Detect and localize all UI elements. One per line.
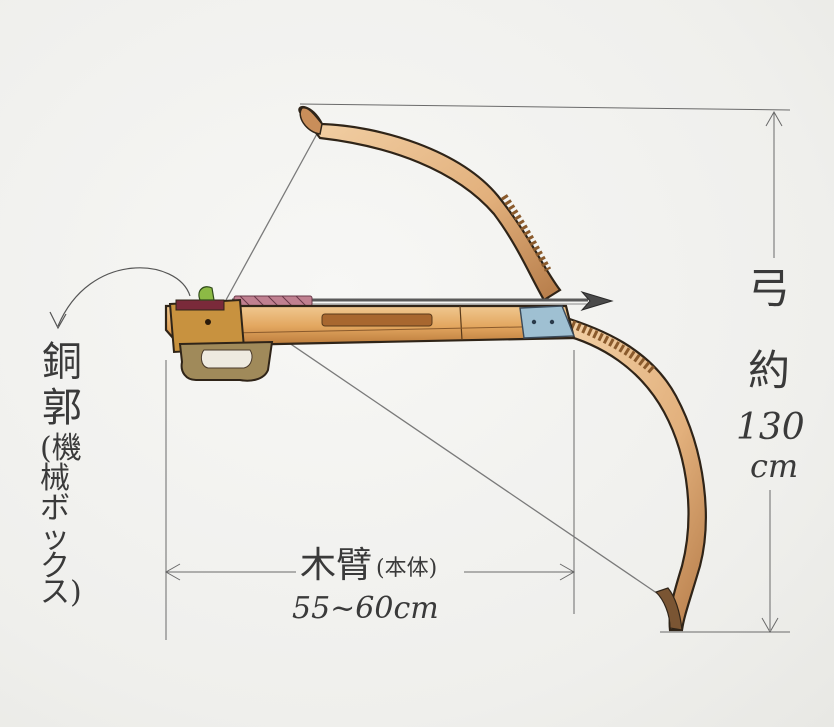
mechanism-sub-char: ッ	[40, 521, 70, 556]
crossbow-stock	[164, 304, 576, 348]
mechanism-label-char-1: 銅	[42, 339, 82, 385]
stock-left-arrow-icon	[164, 563, 181, 581]
stock-title: 木臂	[300, 545, 373, 586]
bow-top-extension-line	[299, 103, 791, 111]
mechanism-pointer-curve	[57, 267, 191, 327]
stock-groove	[321, 313, 433, 327]
bow-length-unit: cm	[750, 447, 799, 485]
mechanism-sub-char: ク	[40, 549, 70, 584]
arrowhead-icon	[580, 291, 614, 311]
mechanism-label-char-2: 郭	[42, 385, 82, 431]
bowstring	[225, 131, 665, 599]
bow-length-dimension	[299, 103, 791, 634]
bow-mount-metal	[519, 305, 576, 339]
mechanism-sub-char: 械	[40, 461, 70, 496]
bow-upper-limb	[298, 105, 562, 302]
bow-label-char: 弓	[748, 264, 791, 313]
trigger-latch	[198, 286, 215, 301]
mechanism-pointer-arrow-icon	[49, 311, 67, 330]
bow-length-value: 130	[736, 407, 805, 448]
mechanism-sub-char: ス)	[40, 575, 82, 610]
bronze-mechanism-box	[168, 286, 274, 382]
stock-subtitle: (本体)	[376, 556, 438, 581]
stock-length-dimension	[164, 350, 576, 640]
stock-length-value: 55~60cm	[292, 591, 439, 626]
bow-top-arrow-icon	[765, 110, 783, 127]
mechanism-sub-char: ボ	[40, 491, 70, 526]
bow-lower-limb	[558, 314, 707, 632]
mechanism-sub-char: (機	[40, 431, 82, 466]
bow-about-char: 約	[748, 346, 791, 395]
bow-bottom-arrow-icon	[761, 617, 779, 634]
mechanism-pin	[205, 319, 211, 325]
stock-right-arrow-icon	[559, 563, 576, 581]
